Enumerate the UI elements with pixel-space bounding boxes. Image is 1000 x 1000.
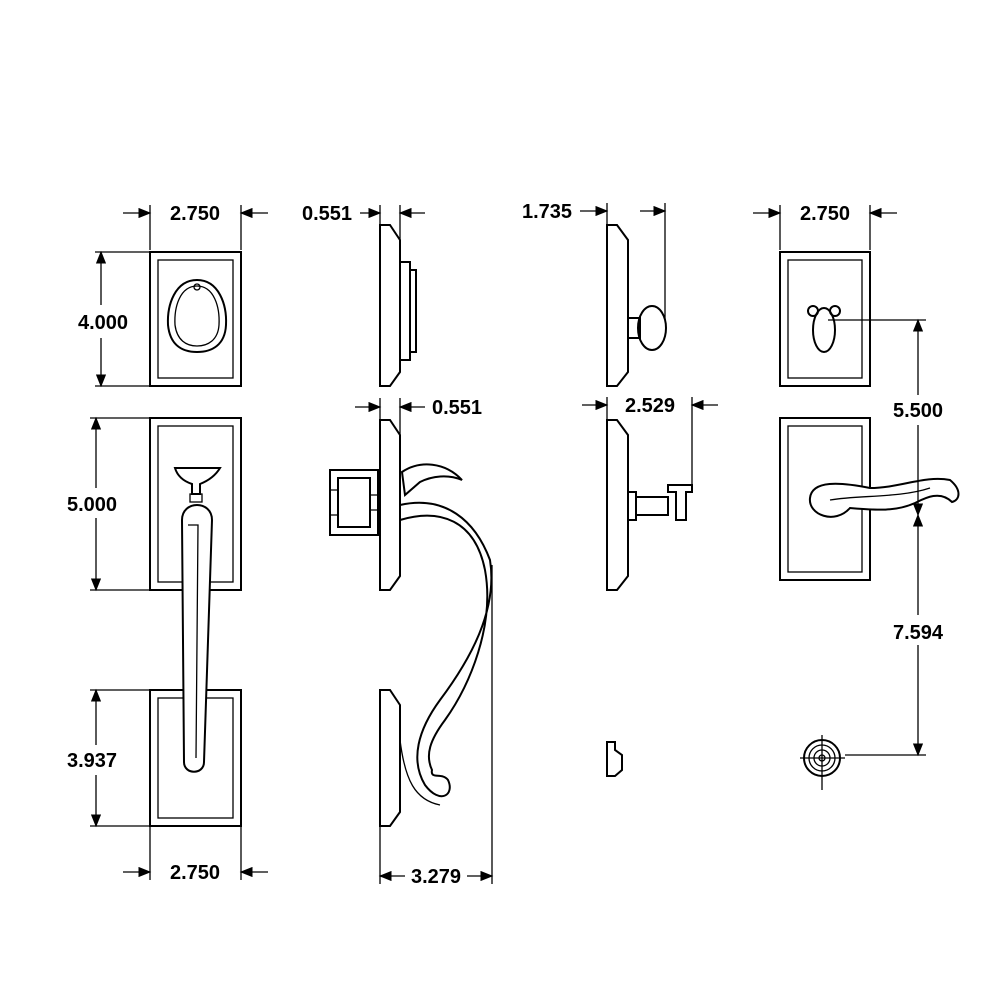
lever-hub-side — [667, 484, 693, 521]
handle-curl — [399, 739, 441, 806]
exterior-front-view — [149, 251, 242, 827]
lever-plate-side — [606, 419, 629, 591]
exterior-side-view — [329, 224, 493, 827]
dim-label: 2.750 — [170, 203, 220, 225]
dim-label: 5.500 — [893, 400, 943, 422]
latch-mechanism-detail — [330, 489, 378, 516]
deadbolt-boss-side — [400, 261, 417, 361]
dim-label: 3.937 — [67, 750, 117, 772]
deadbolt-plate-inner — [157, 259, 234, 379]
door-roller-icon — [800, 735, 845, 790]
thumb-turn-lobe — [829, 305, 841, 317]
dim-label: 2.750 — [800, 203, 850, 225]
latch-mechanism — [329, 469, 379, 536]
dims-col4: 2.750 5.500 7.594 — [753, 203, 944, 757]
strike-piece — [606, 741, 623, 777]
thumb-turn-side — [637, 305, 667, 351]
keyhole-pin — [193, 283, 201, 291]
dim-label: 0.551 — [302, 203, 352, 225]
dim-label: 5.000 — [67, 494, 117, 516]
lever-handle-highlight — [829, 487, 931, 501]
thumb-lever-stem — [189, 493, 203, 503]
lever-handle — [808, 477, 960, 518]
thumb-lever-icon — [173, 467, 222, 495]
thumb-turn-plate-inner — [787, 259, 863, 379]
dim-label: 7.594 — [893, 622, 944, 644]
interior-plate-side — [606, 224, 629, 387]
handle-plate-side — [379, 419, 401, 591]
grip-handle-highlight — [188, 524, 199, 759]
thumb-lever-side — [400, 463, 463, 497]
dims-col2: 0.551 0.551 3.279 — [302, 203, 494, 888]
dim-label: 1.735 — [522, 201, 572, 223]
keyhole-cylinder-inner — [174, 285, 220, 347]
thumb-turn-lobe — [807, 305, 819, 317]
dim-label: 2.529 — [625, 395, 675, 417]
thumb-turn-stem — [628, 317, 641, 339]
handle-s-curve — [399, 501, 493, 798]
lever-spindle — [627, 491, 669, 521]
thumb-turn-plate-outer — [779, 251, 871, 387]
interior-front-view — [779, 251, 960, 790]
interior-side-view — [606, 224, 693, 777]
dim-label: 3.279 — [411, 866, 461, 888]
keyhole-cylinder-icon — [166, 278, 228, 354]
dims-col1: 2.750 4.000 5.000 3.937 2.750 — [67, 203, 268, 884]
thumb-turn-icon — [812, 307, 836, 353]
bottom-plate-side — [379, 689, 401, 827]
dim-label: 0.551 — [432, 397, 482, 419]
deadbolt-plate-outer — [149, 251, 242, 387]
dims-col3: 1.735 2.529 — [522, 201, 718, 485]
deadbolt-plate-side — [379, 224, 401, 387]
dim-label: 4.000 — [78, 312, 128, 334]
dim-label: 2.750 — [170, 862, 220, 884]
